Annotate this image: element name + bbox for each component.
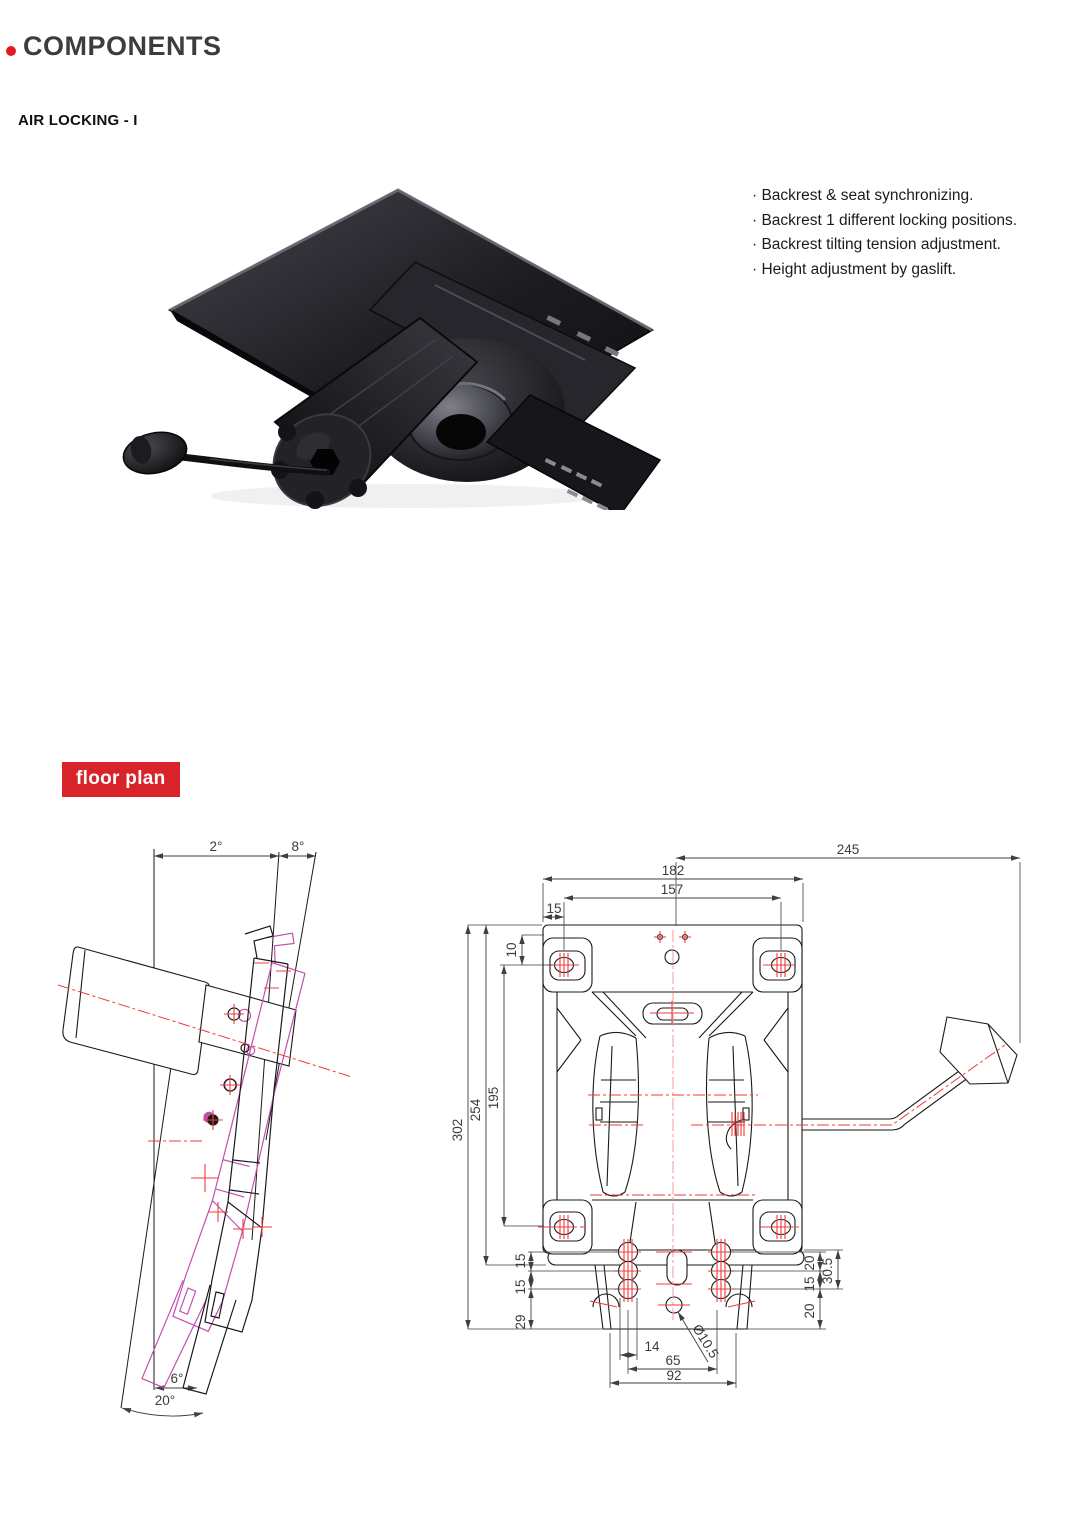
top-view-drawing: 245 182 157 15 10 302 254 195 15 15 29 2… — [450, 842, 1021, 1388]
dim-65: 65 — [665, 1353, 680, 1368]
dim-254: 254 — [468, 1098, 483, 1121]
feature-list: · Backrest & seat synchronizing. · Backr… — [752, 184, 1052, 282]
lever-knob — [122, 431, 188, 475]
dim-angle-2: 2° — [210, 839, 223, 854]
dim-20-right-b: 20 — [802, 1303, 817, 1318]
dimensions — [465, 855, 1021, 1388]
feature-item: · Backrest 1 different locking positions… — [752, 211, 1018, 229]
dim-157: 157 — [661, 882, 684, 897]
dim-302: 302 — [450, 1119, 465, 1142]
centerlines — [538, 930, 1006, 1320]
side-view-drawing: 2° 8° 6° 20° — [57, 839, 353, 1418]
dim-15-left-b: 15 — [513, 1279, 528, 1294]
dim-245: 245 — [837, 842, 860, 857]
dim-15-right: 15 — [802, 1276, 817, 1291]
center-marks — [191, 962, 291, 1239]
dim-195: 195 — [486, 1087, 501, 1110]
floor-plan-badge: floor plan — [62, 762, 180, 797]
lever-rod — [169, 452, 331, 476]
dim-182: 182 — [662, 863, 685, 878]
dim-angle-20: 20° — [155, 1393, 175, 1408]
feature-item: · Height adjustment by gaslift. — [752, 260, 957, 278]
base-plate-outline — [542, 924, 1018, 1330]
red-bullet-icon — [6, 46, 16, 56]
product-photo — [122, 188, 662, 510]
dim-15-left-a: 15 — [513, 1253, 528, 1268]
dim-14: 14 — [644, 1339, 660, 1354]
mechanism-photo-illustration — [122, 188, 662, 510]
dim-29: 29 — [513, 1314, 528, 1329]
dim-30-5: 30.5 — [820, 1258, 835, 1284]
feature-item: · Backrest & seat synchronizing. — [752, 187, 974, 204]
dim-92: 92 — [666, 1368, 681, 1383]
dim-angle-6: 6° — [171, 1371, 184, 1386]
dim-10: 10 — [504, 942, 519, 957]
page-title: COMPONENTS — [23, 31, 222, 61]
product-name: AIR LOCKING - I — [18, 112, 138, 129]
feature-item: · Backrest tilting tension adjustment. — [752, 236, 1001, 253]
dim-15-top: 15 — [546, 901, 561, 916]
dim-20-right-a: 20 — [802, 1255, 817, 1270]
dim-angle-8: 8° — [292, 839, 305, 854]
